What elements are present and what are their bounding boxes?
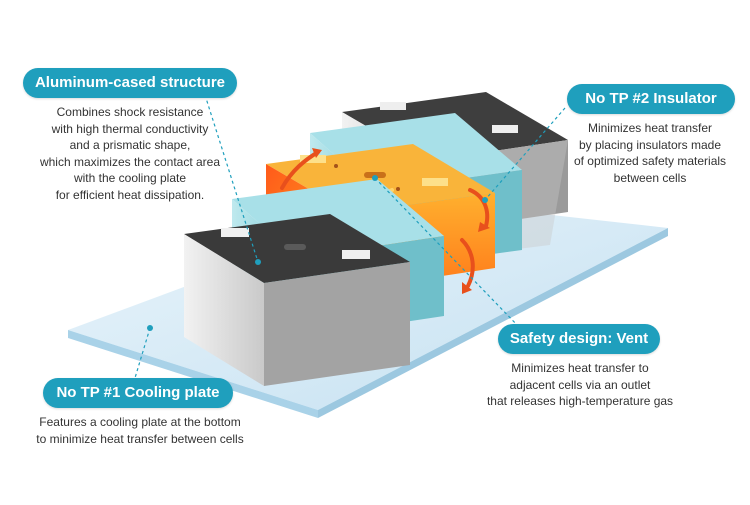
insulator-desc-line: Minimizes heat transfer [587,121,713,135]
leader-dots [147,175,488,331]
battery-cell-front [184,214,410,386]
cooling-callout-description: Features a cooling plate at the bottom t… [10,414,270,447]
vent-desc-line: that releases high-temperature gas [486,394,674,408]
leader-line-cooling [134,327,151,379]
leader-line-vent [374,177,521,329]
leader-dot-insulator [482,197,488,203]
insulator-desc-line: by placing insulators made [578,137,722,152]
aluminum-desc-line: Combines shock resistance [56,105,204,119]
leader-line-aluminum [204,94,259,263]
leader-dot-cooling [147,325,153,331]
aluminum-desc-line: with high thermal conductivity [51,121,209,136]
aluminum-callout-description: Combines shock resistance with high ther… [10,104,250,203]
insulator-desc-line: of optimized safety materials [573,154,727,168]
vent-callout-description: Minimizes heat transfer to adjacent cell… [470,360,690,410]
leader-dot-vent [372,175,378,181]
leader-lines [134,94,566,379]
aluminum-desc-line: and a prismatic shape, [69,138,191,152]
insulator-callout-description: Minimizes heat transfer by placing insul… [555,120,745,186]
leader-dot-aluminum [255,259,261,265]
aluminum-desc-line: with the cooling plate [73,171,187,185]
leader-line-insulator [484,107,566,201]
vent-desc-line: Minimizes heat transfer to [511,361,649,375]
aluminum-desc-line: for efficient heat dissipation. [55,187,205,202]
aluminum-desc-line: which maximizes the contact area [39,154,221,169]
vent-desc-line: adjacent cells via an outlet [509,377,651,392]
vent-callout-title: Safety design: Vent [498,324,660,354]
cooling-callout-title: No TP #1 Cooling plate [43,378,233,408]
aluminum-callout-title: Aluminum-cased structure [23,68,237,98]
cooling-desc-line: to minimize heat transfer between cells [36,431,244,446]
cooling-desc-line: Features a cooling plate at the bottom [39,415,241,429]
insulator-callout-title: No TP #2 Insulator [567,84,735,114]
insulator-desc-line: between cells [613,170,687,185]
